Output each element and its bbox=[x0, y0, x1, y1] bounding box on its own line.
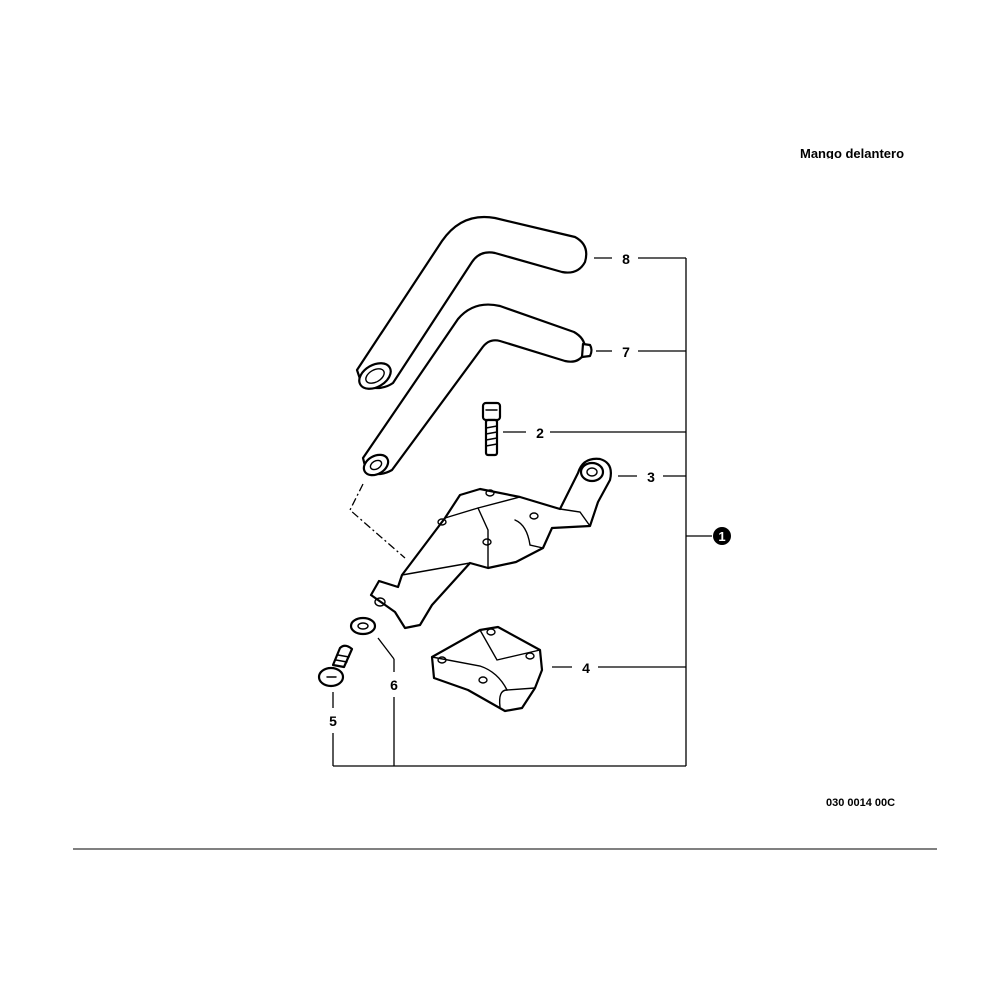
screw-part-5 bbox=[317, 644, 354, 688]
alignment-line bbox=[349, 483, 406, 559]
leader-lines bbox=[332, 257, 712, 767]
callout-2: 2 bbox=[536, 425, 544, 441]
callout-4: 4 bbox=[582, 660, 590, 676]
callout-8: 8 bbox=[622, 251, 630, 267]
clamp-cap bbox=[430, 625, 544, 713]
washer bbox=[349, 616, 377, 636]
handle-tube-lower bbox=[361, 303, 593, 477]
bolt-part-2 bbox=[481, 401, 502, 457]
diagram-title: Mango delantero bbox=[800, 146, 905, 159]
assembly-badge bbox=[713, 527, 731, 545]
figure-code: 030 0014 00C bbox=[826, 797, 896, 809]
handle-bracket bbox=[369, 457, 612, 630]
callout-3: 3 bbox=[647, 469, 655, 485]
callout-5: 5 bbox=[329, 713, 337, 729]
callout-6: 6 bbox=[390, 677, 398, 693]
callout-7: 7 bbox=[622, 344, 630, 360]
assembly-label: 1 bbox=[718, 529, 725, 544]
handle-tube-upper bbox=[355, 215, 588, 390]
